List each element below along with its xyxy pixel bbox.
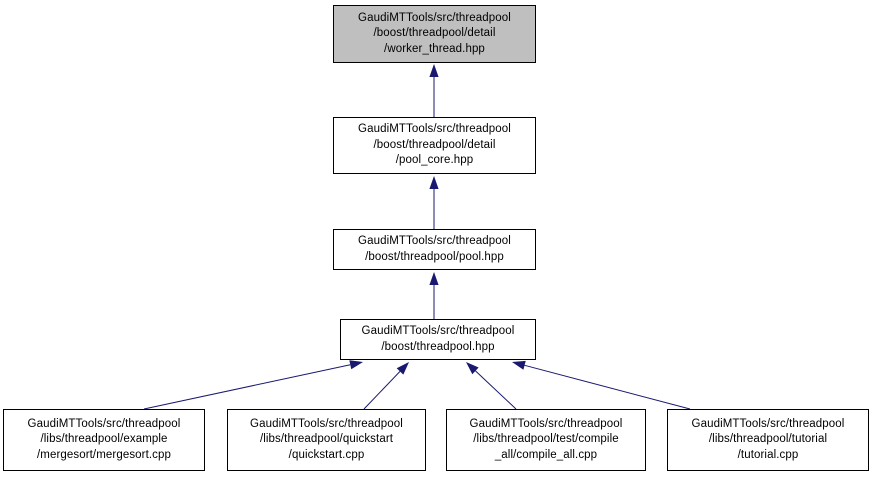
arrowhead-icon [349,360,363,370]
arrowhead-icon [512,360,526,370]
graph-node-label-line: /boost/threadpool/detail [373,27,496,40]
arrowhead-icon [429,272,439,285]
graph-node-label-line: GaudiMTTools/src/threadpool [358,123,511,136]
graph-node-label-line: GaudiMTTools/src/threadpool [691,417,845,430]
graph-node-label-line: GaudiMTTools/src/threadpool [250,417,403,430]
graph-node-label-line: /libs/threadpool/test/compile [473,433,619,446]
graph-node-label-line: /libs/threadpool/quickstart [259,433,394,446]
arrowhead-icon [429,64,439,77]
graph-node-label-line: /pool_core.hpp [395,154,474,167]
graph-edge-pool_hpp-to-pool_core [429,176,439,229]
graph-node-label-line: _all/compile_all.cpp [494,448,598,461]
graph-edge-threadpool_hpp-to-pool_hpp [429,272,439,319]
graph-node-compile_all_cpp[interactable]: GaudiMTTools/src/threadpool/libs/threadp… [446,409,646,471]
graph-edge-mergesort_cpp-to-threadpool_hpp [143,360,363,410]
graph-node-worker_thread[interactable]: GaudiMTTools/src/threadpool/boost/thread… [333,5,536,63]
graph-node-pool_core[interactable]: GaudiMTTools/src/threadpool/boost/thread… [333,117,536,174]
graph-node-threadpool_hpp[interactable]: GaudiMTTools/src/threadpool/boost/thread… [340,319,536,360]
graph-node-label-line: GaudiMTTools/src/threadpool [27,417,181,430]
graph-edge-quickstart_cpp-to-threadpool_hpp [363,362,409,410]
graph-node-label-line: /boost/threadpool.hpp [381,340,495,353]
graph-node-label-line: GaudiMTTools/src/threadpool [358,235,511,247]
graph-node-mergesort_cpp[interactable]: GaudiMTTools/src/threadpool/libs/threadp… [3,409,205,471]
graph-node-quickstart_cpp[interactable]: GaudiMTTools/src/threadpool/libs/threadp… [227,409,426,471]
graph-node-label-line: /quickstart.cpp [288,448,365,461]
graph-node-label-line: /tutorial.cpp [737,448,799,461]
graph-edge-compile_all_cpp-to-threadpool_hpp [466,362,517,410]
graph-node-tutorial_cpp[interactable]: GaudiMTTools/src/threadpool/libs/threadp… [667,409,869,471]
graph-node-label-line: /mergesort/mergesort.cpp [36,448,172,461]
graph-edge-pool_core-to-worker_thread [429,64,439,117]
graph-edge-tutorial_cpp-to-threadpool_hpp [512,360,691,410]
graph-node-pool_hpp[interactable]: GaudiMTTools/src/threadpool/boost/thread… [333,229,536,270]
graph-node-label-line: GaudiMTTools/src/threadpool [358,11,511,24]
graph-node-label-line: /boost/threadpool/detail [373,138,496,151]
graph-node-label-line: GaudiMTTools/src/threadpool [361,325,515,337]
graph-node-label-line: /libs/threadpool/tutorial [708,433,828,446]
arrowhead-icon [466,362,479,375]
arrowhead-icon [429,176,439,189]
graph-node-label-line: /worker_thread.hpp [384,42,485,55]
graph-node-label-line: /libs/threadpool/example [40,433,168,446]
graph-node-label-line: /boost/threadpool/pool.hpp [365,250,504,263]
graph-node-label-line: GaudiMTTools/src/threadpool [469,417,623,430]
arrowhead-icon [396,362,409,375]
